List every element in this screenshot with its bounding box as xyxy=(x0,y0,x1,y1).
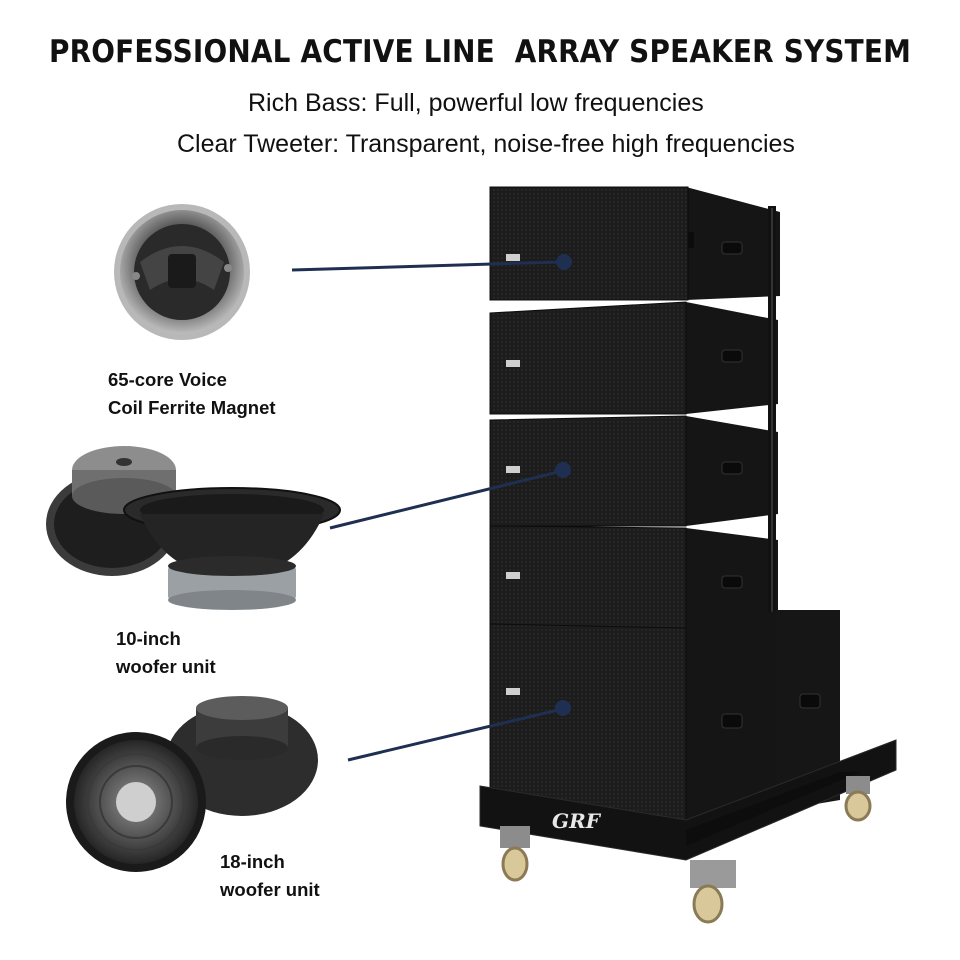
transport-cart: GRF xyxy=(479,739,897,924)
label-18-inch-woofer: 18-inch woofer unit xyxy=(220,848,320,904)
callout-line-driver xyxy=(291,254,572,272)
label-line: 10-inch xyxy=(116,628,181,649)
page-title: PROFESSIONAL ACTIVE LINE ARRAY SPEAKER S… xyxy=(48,34,912,70)
subtitle-tweeter: Clear Tweeter: Transparent, noise-free h… xyxy=(177,130,795,158)
label-line: 65-core Voice xyxy=(108,369,227,390)
line-array-cabinet xyxy=(489,186,780,301)
label-line: woofer unit xyxy=(220,879,320,900)
callout-line-10-inch xyxy=(329,462,571,530)
line-array-cabinet xyxy=(489,415,778,527)
compression-driver-icon xyxy=(114,204,250,340)
label-line: woofer unit xyxy=(116,656,216,677)
subtitle-bass: Rich Bass: Full, powerful low frequencie… xyxy=(248,89,704,117)
callout-line-18-inch xyxy=(347,700,571,762)
18-inch-woofer-icon xyxy=(66,696,318,872)
label-10-inch-woofer: 10-inch woofer unit xyxy=(116,625,216,681)
subwoofer-cabinet xyxy=(489,610,840,827)
label-line: 18-inch xyxy=(220,851,285,872)
caster-wheel xyxy=(690,860,736,924)
line-array-cabinet xyxy=(489,525,778,641)
label-line: Coil Ferrite Magnet xyxy=(108,397,276,418)
brand-logo: GRF xyxy=(552,809,602,833)
line-array-cabinet xyxy=(489,301,778,415)
label-compression-driver: 65-core Voice Coil Ferrite Magnet xyxy=(108,366,276,422)
caster-wheel xyxy=(500,826,530,882)
10-inch-woofer-icon xyxy=(46,446,341,610)
line-array-stack: GRF xyxy=(479,186,897,924)
caster-wheel xyxy=(844,776,872,822)
